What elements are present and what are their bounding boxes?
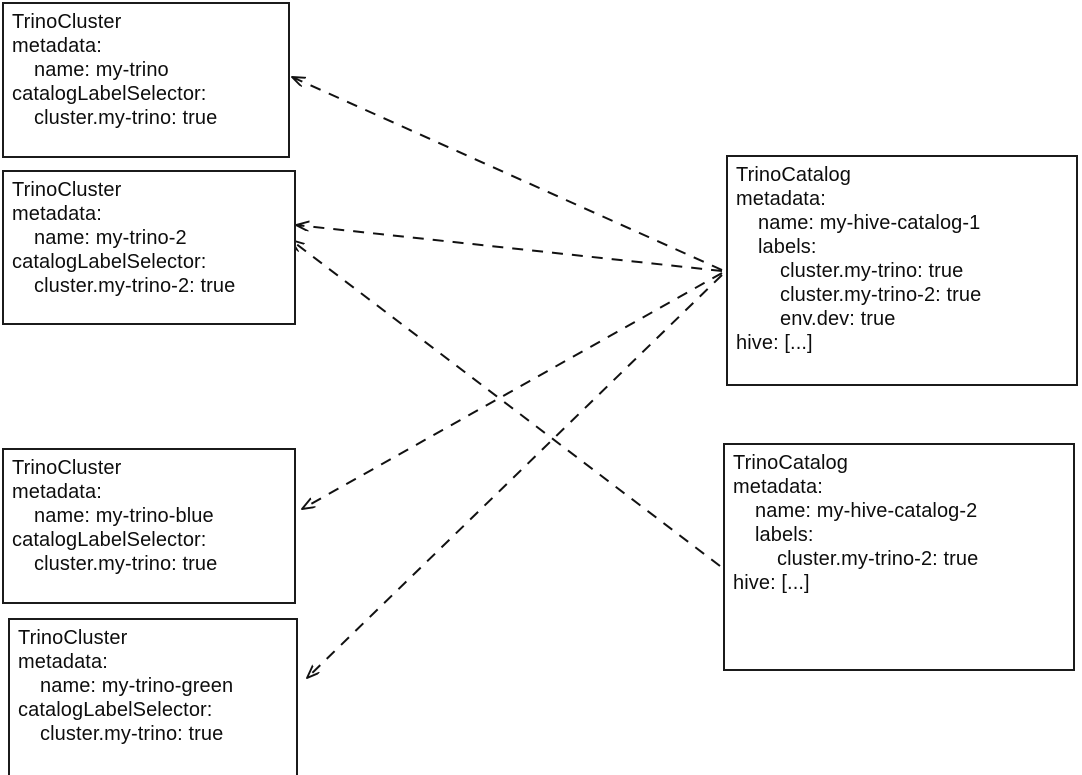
node-line: labels: (758, 236, 817, 258)
edge-group (291, 77, 723, 678)
node-line: cluster.my-trino-2: true (777, 548, 979, 570)
node-line: name: my-trino (34, 59, 169, 81)
node-line: TrinoCluster (12, 179, 122, 201)
edge-catalog1-to-cluster2 (296, 225, 723, 272)
node-line: metadata: (18, 651, 108, 673)
node-line: TrinoCluster (12, 457, 122, 479)
edge-catalog2-to-cluster2 (291, 240, 721, 567)
node-line: catalogLabelSelector: (12, 529, 207, 551)
node-line: metadata: (12, 481, 102, 503)
node-line: TrinoCatalog (733, 452, 848, 474)
node-line: TrinoCluster (18, 627, 128, 649)
node-line: name: my-trino-2 (34, 227, 187, 249)
node-line: name: my-hive-catalog-1 (758, 212, 981, 234)
node-line: catalogLabelSelector: (12, 83, 207, 105)
node-line: metadata: (12, 203, 102, 225)
node-line: metadata: (12, 35, 102, 57)
node-line: name: my-trino-blue (34, 505, 214, 527)
node-line: labels: (755, 524, 814, 546)
node-line: env.dev: true (780, 308, 896, 330)
node-trinocluster-my-trino-blue[interactable]: TrinoCluster metadata: name: my-trino-bl… (2, 448, 296, 604)
node-line: hive: [...] (736, 332, 813, 354)
edge-catalog1-to-cluster1 (292, 77, 723, 271)
edge-catalog1-to-cluster4 (307, 274, 723, 678)
node-line: cluster.my-trino: true (780, 260, 964, 282)
node-line: cluster.my-trino: true (34, 107, 218, 129)
node-line: name: my-trino-green (40, 675, 234, 697)
node-line: cluster.my-trino-2: true (34, 275, 236, 297)
node-line: hive: [...] (733, 572, 810, 594)
edge-catalog1-to-cluster3 (302, 272, 723, 509)
node-trinocluster-my-trino[interactable]: TrinoCluster metadata: name: my-trino ca… (2, 2, 290, 158)
node-trinocluster-my-trino-green[interactable]: TrinoCluster metadata: name: my-trino-gr… (8, 618, 298, 775)
node-line: TrinoCluster (12, 11, 122, 33)
node-line: name: my-hive-catalog-2 (755, 500, 978, 522)
node-line: catalogLabelSelector: (12, 251, 207, 273)
node-line: metadata: (733, 476, 823, 498)
node-line: cluster.my-trino: true (34, 553, 218, 575)
node-trinocluster-my-trino-2[interactable]: TrinoCluster metadata: name: my-trino-2 … (2, 170, 296, 325)
node-line: cluster.my-trino-2: true (780, 284, 982, 306)
node-line: TrinoCatalog (736, 164, 851, 186)
node-line: catalogLabelSelector: (18, 699, 213, 721)
node-line: metadata: (736, 188, 826, 210)
node-trinocatalog-my-hive-catalog-2[interactable]: TrinoCatalog metadata: name: my-hive-cat… (723, 443, 1075, 671)
node-line: cluster.my-trino: true (40, 723, 224, 745)
node-trinocatalog-my-hive-catalog-1[interactable]: TrinoCatalog metadata: name: my-hive-cat… (726, 155, 1078, 386)
